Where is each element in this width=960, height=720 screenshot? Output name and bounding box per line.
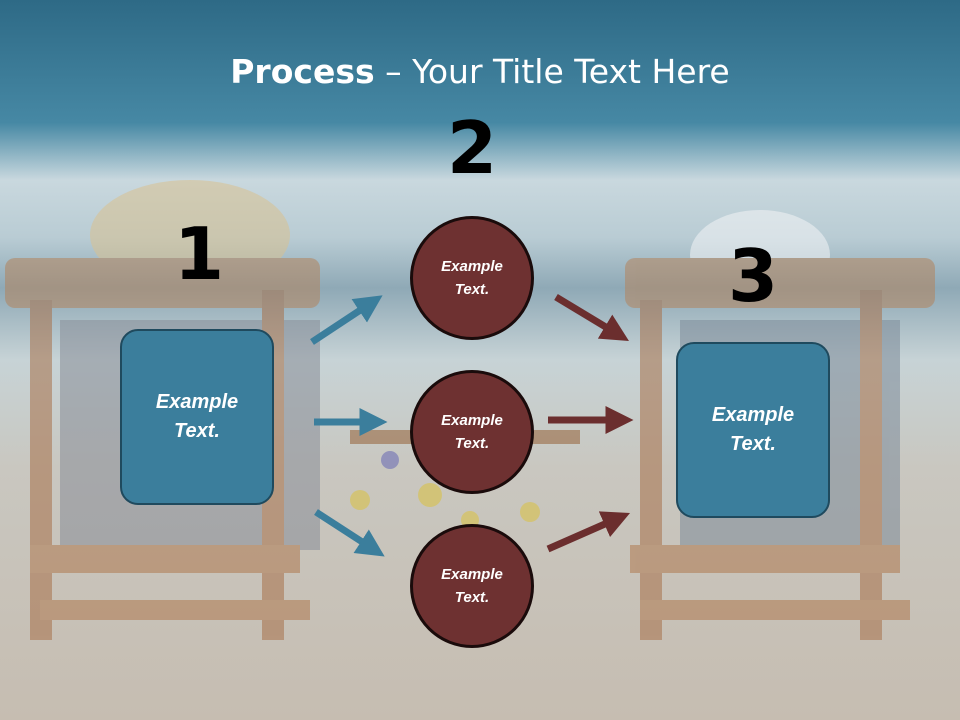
step-1-box: Example Text. xyxy=(120,329,274,505)
arrow-1-to-bottom xyxy=(314,509,385,557)
step-2-circle-bottom: Example Text. xyxy=(410,524,534,648)
arrow-1-to-top xyxy=(310,295,383,345)
step-number-3: 3 xyxy=(727,234,779,318)
step-number-1: 1 xyxy=(173,212,225,296)
arrow-bottom-to-3 xyxy=(546,511,631,553)
step-3-text: Example Text. xyxy=(711,404,795,455)
step-1-text: Example Text. xyxy=(155,391,239,442)
arrow-top-to-3 xyxy=(554,294,629,342)
title-rest: – Your Title Text Here xyxy=(374,52,730,91)
page-title: Process – Your Title Text Here xyxy=(0,52,960,91)
circle-bottom-text: Example Text. xyxy=(441,566,503,606)
circle-top-text: Example Text. xyxy=(441,258,503,298)
step-number-2: 2 xyxy=(446,106,498,190)
step-3-box: Example Text. xyxy=(676,342,830,518)
title-bold: Process xyxy=(230,52,375,91)
step-2-circle-top: Example Text. xyxy=(410,216,534,340)
circle-middle-text: Example Text. xyxy=(441,412,503,452)
step-2-circle-middle: Example Text. xyxy=(410,370,534,494)
